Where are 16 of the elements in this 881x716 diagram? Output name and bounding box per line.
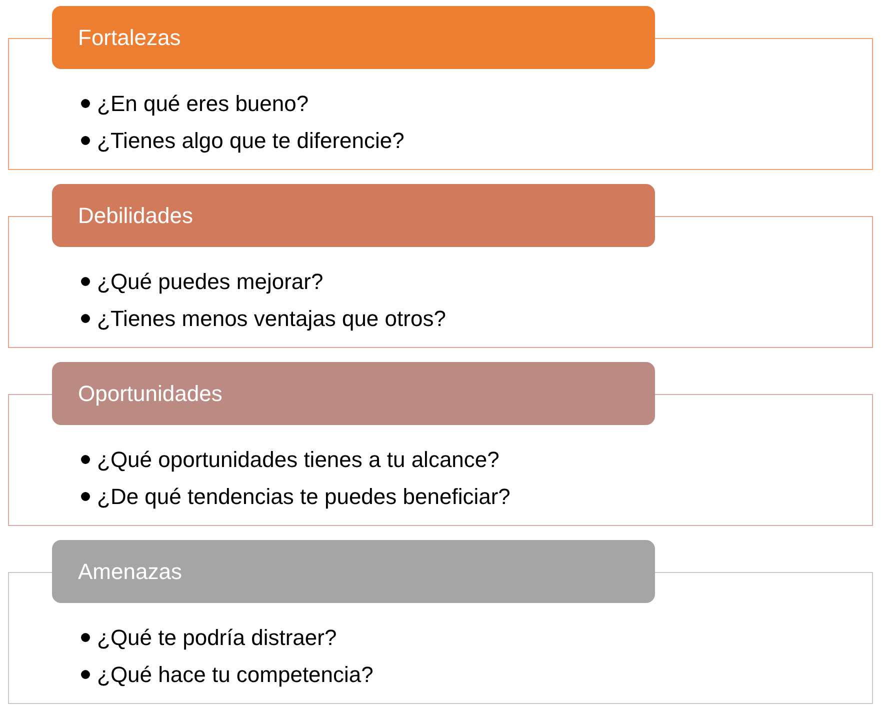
- section-heading: Fortalezas: [78, 24, 181, 50]
- bullet-text: ¿Qué te podría distraer?: [97, 624, 337, 650]
- section-heading: Oportunidades: [78, 380, 222, 406]
- header-bar: [52, 540, 655, 603]
- bullet-text: ¿En qué eres bueno?: [97, 90, 309, 116]
- header-bar: [52, 184, 655, 247]
- bullet-text: ¿Qué puedes mejorar?: [97, 268, 324, 294]
- bullet-text: ¿De qué tendencias te puedes beneficiar?: [97, 484, 510, 510]
- bullet-text: ¿Tienes algo que te diferencie?: [97, 128, 404, 154]
- section-heading: Amenazas: [78, 558, 182, 584]
- header-bar: [52, 6, 655, 69]
- bullet-text: ¿Tienes menos ventajas que otros?: [97, 306, 446, 332]
- bullet-text: ¿Qué oportunidades tienes a tu alcance?: [97, 446, 500, 472]
- header-bar: [52, 362, 655, 425]
- bullet-text: ¿Qué hace tu competencia?: [97, 662, 374, 688]
- section-heading: Debilidades: [78, 202, 193, 228]
